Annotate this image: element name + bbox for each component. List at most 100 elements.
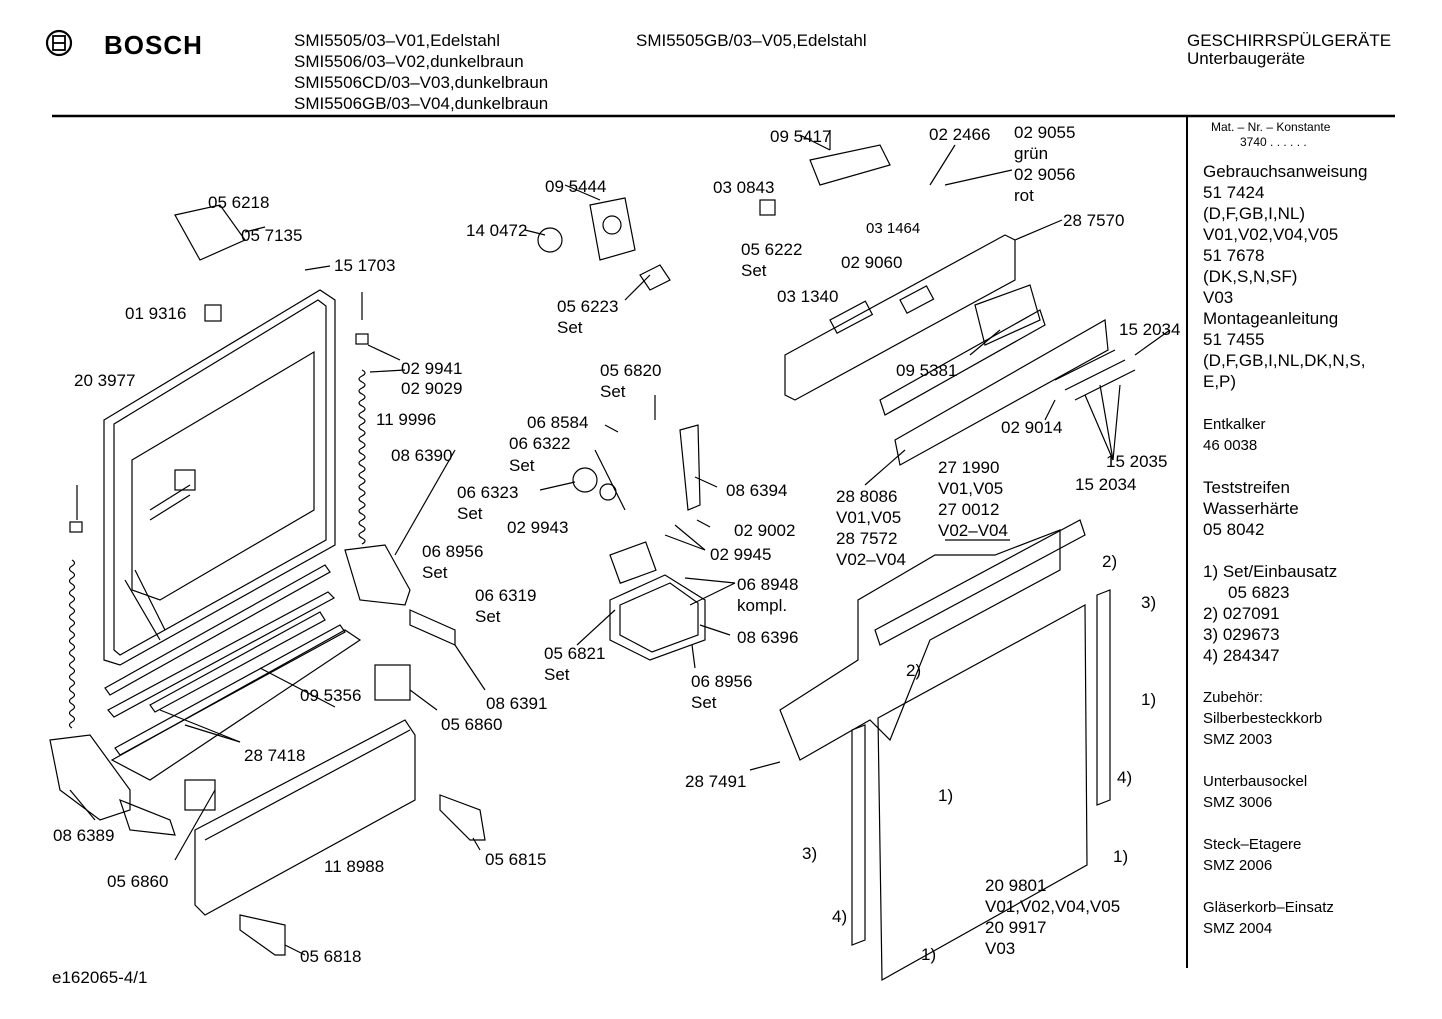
part-label: 06 8948 <box>737 575 799 594</box>
model-line: SMI5506CD/03–V03,dunkelbraun <box>294 73 549 92</box>
bracket-056815 <box>439 794 486 841</box>
part-label: Set <box>509 456 535 475</box>
footnote-marker: 3) <box>802 844 818 863</box>
part-label: Set <box>600 382 626 401</box>
part-label: 02 9029 <box>401 379 463 398</box>
part-label: 28 7418 <box>244 746 306 765</box>
bracket-056218 <box>174 204 246 261</box>
teststreifen-line: Teststreifen <box>1203 478 1290 497</box>
unterbausockel-line: Unterbausockel <box>1203 773 1308 790</box>
model-line: SMI5506/03–V02,dunkelbraun <box>294 52 524 71</box>
top-rail-271990 <box>874 519 1086 646</box>
part-label: 08 6390 <box>391 446 453 465</box>
part-label: V01,V05 <box>938 479 1004 498</box>
footnote-line: 4) 284347 <box>1203 646 1280 665</box>
strip-4-right <box>1096 589 1111 806</box>
part-label: 01 9316 <box>125 304 187 323</box>
part-label: 05 6820 <box>600 361 662 380</box>
part-label: V02–V04 <box>836 550 906 569</box>
block-056860-b <box>374 664 411 701</box>
manual-line: 51 7424 <box>1203 183 1265 202</box>
footnote-marker: 4) <box>1117 768 1133 787</box>
part-label: 06 6322 <box>509 434 571 453</box>
teststreifen-line: Wasserhärte <box>1203 499 1299 518</box>
part-label: 28 8086 <box>836 487 898 506</box>
part-label: 05 6821 <box>544 644 606 663</box>
part-label: 02 9056 <box>1014 165 1076 184</box>
part-label: 09 5444 <box>545 177 607 196</box>
footnote-line: 2) 027091 <box>1203 604 1280 623</box>
part-label: 09 5381 <box>896 361 958 380</box>
part-label: 02 9055 <box>1014 123 1076 142</box>
part-label: 15 2035 <box>1106 452 1168 471</box>
part-label: 02 9943 <box>507 518 569 537</box>
manual-line: (DK,S,N,SF) <box>1203 267 1298 286</box>
part-label: Set <box>544 665 570 684</box>
category-subtitle: Unterbaugeräte <box>1187 49 1306 68</box>
part-label: 02 9002 <box>734 521 796 540</box>
part-label: 28 7570 <box>1063 211 1125 230</box>
zubehoer-line: SMZ 2003 <box>1203 731 1273 748</box>
part-label: 02 9014 <box>1001 418 1063 437</box>
part-label: grün <box>1014 144 1049 163</box>
part-label: 05 6860 <box>107 872 169 891</box>
mat-header: Mat. – Nr. – Konstante <box>1211 120 1331 134</box>
part-label: 05 6222 <box>741 240 803 259</box>
part-label: 15 2034 <box>1119 320 1181 339</box>
footnote-marker: 1) <box>921 945 937 964</box>
kickplate <box>194 719 416 916</box>
manual-line: V01,V02,V04,V05 <box>1203 225 1339 244</box>
part-label: 28 7491 <box>685 772 747 791</box>
zubehoer-line: Silberbesteckkorb <box>1203 710 1323 727</box>
part-label: 05 6818 <box>300 947 362 966</box>
part-label: 15 2034 <box>1075 475 1137 494</box>
manual-line: Montageanleitung <box>1203 309 1339 328</box>
part-label: 03 1464 <box>866 220 921 237</box>
part-label: 20 3977 <box>74 371 136 390</box>
part-label: Set <box>691 693 717 712</box>
hinge-left <box>49 734 176 836</box>
part-label: V01,V02,V04,V05 <box>985 897 1121 916</box>
brand-name: BOSCH <box>104 30 203 60</box>
entkalker-title: Entkalker <box>1203 416 1266 433</box>
footnote-marker: 1) <box>1141 690 1157 709</box>
part-label: rot <box>1014 186 1034 205</box>
drawing-id: e162065-4/1 <box>52 968 148 987</box>
part-label: 05 7135 <box>241 226 303 245</box>
manual-line: (D,F,GB,I,NL,DK,N,S, <box>1203 351 1366 370</box>
footnote-marker: 1) <box>938 786 954 805</box>
entkalker-number: 46 0038 <box>1203 437 1258 454</box>
manual-line: E,P) <box>1203 372 1237 391</box>
clip-019316 <box>204 304 222 322</box>
footnote-marker: 2) <box>906 661 922 680</box>
part-label: Set <box>557 318 583 337</box>
part-label: 03 1340 <box>777 287 839 306</box>
part-label: 05 6860 <box>441 715 503 734</box>
footnote-line: 05 6823 <box>1228 583 1290 602</box>
door-inner-panel <box>103 289 336 666</box>
part-label: 03 0843 <box>713 178 775 197</box>
part-label: 06 6323 <box>457 483 519 502</box>
steck-etagere-line: SMZ 2006 <box>1203 857 1273 874</box>
part-label: 02 9941 <box>401 359 463 378</box>
part-label: 05 6223 <box>557 297 619 316</box>
manual-line: Gebrauchsanweisung <box>1203 162 1368 181</box>
insulation-287491 <box>779 529 1061 761</box>
manual-line: 51 7678 <box>1203 246 1265 265</box>
part-label: 06 8956 <box>422 542 484 561</box>
door-spring-left <box>68 485 83 729</box>
part-label: V03 <box>985 939 1016 958</box>
part-label: Set <box>741 261 767 280</box>
footnote-line: 3) 029673 <box>1203 625 1280 644</box>
part-label: 06 8956 <box>691 672 753 691</box>
block-056860 <box>184 779 216 811</box>
footnote-line: 1) Set/Einbausatz <box>1203 562 1338 581</box>
steck-etagere-line: Steck–Etagere <box>1203 836 1302 853</box>
part-label: kompl. <box>737 596 788 615</box>
part-label: 09 5356 <box>300 686 362 705</box>
door-seal-strips <box>104 564 362 781</box>
control-panel-287570 <box>784 234 1016 401</box>
part-label: 06 8584 <box>527 413 589 432</box>
part-label: 15 1703 <box>334 256 396 275</box>
